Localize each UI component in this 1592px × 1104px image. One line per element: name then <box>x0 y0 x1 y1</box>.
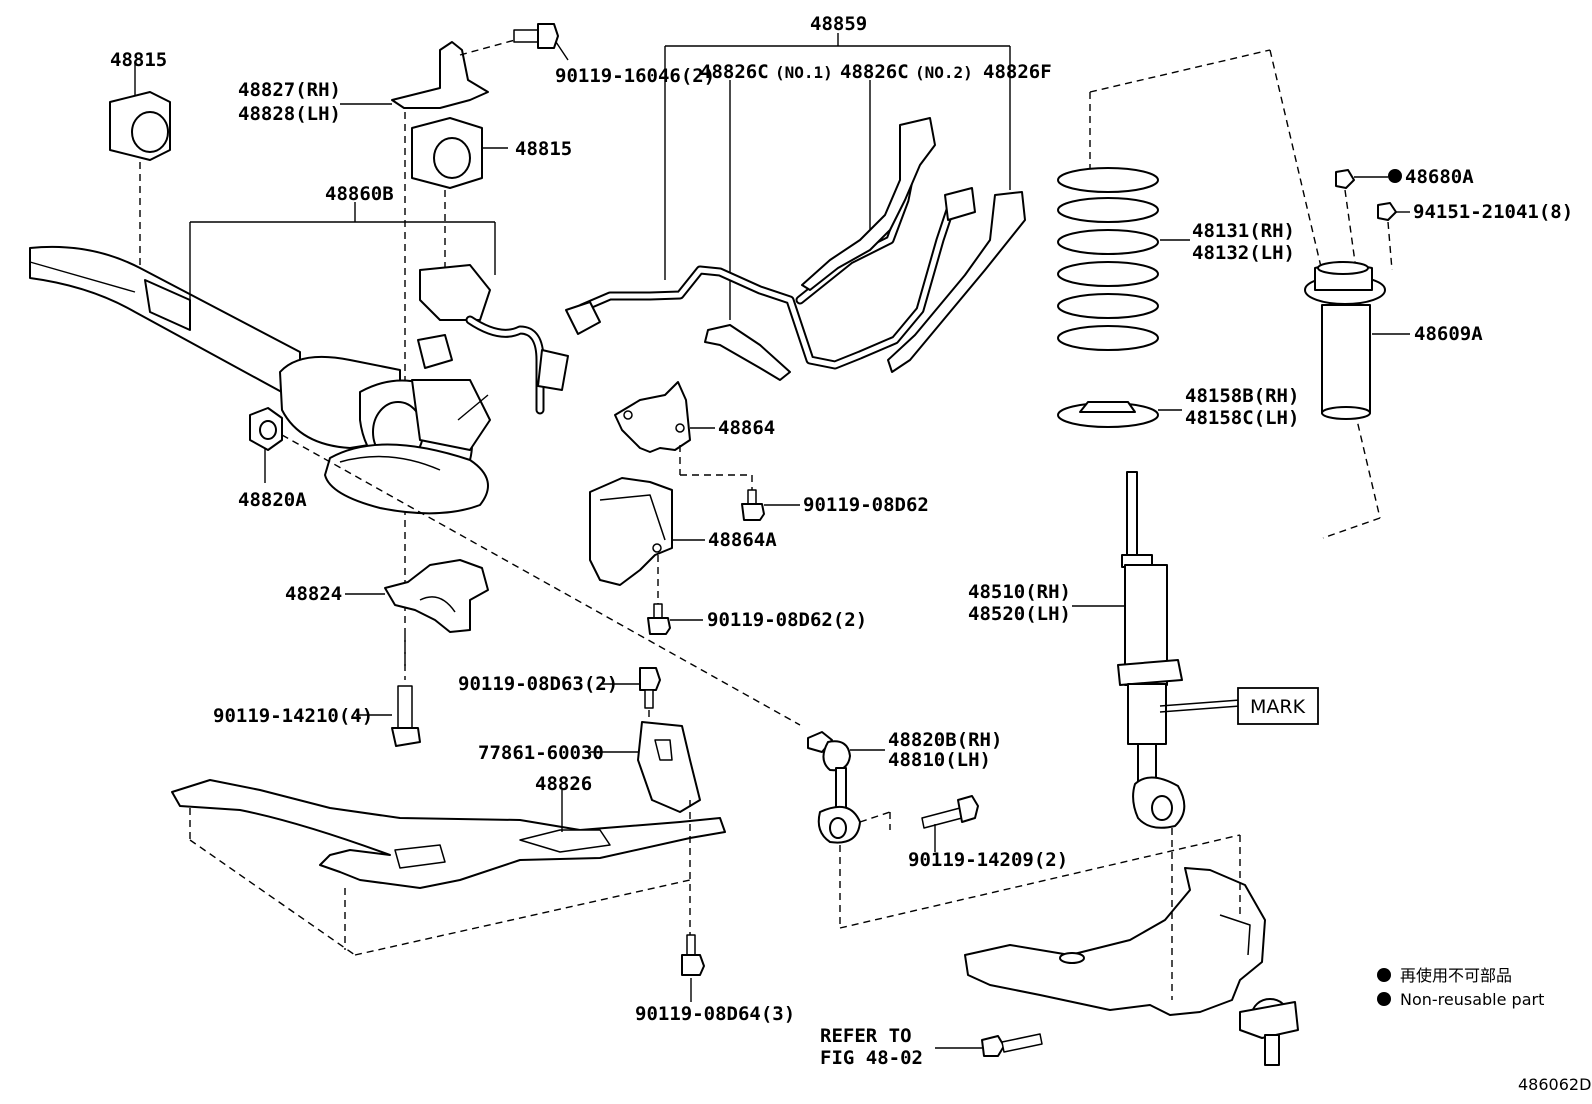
label-48158B-rh: 48158B(RH) <box>1185 385 1299 407</box>
legend-dot-1 <box>1377 968 1391 982</box>
label-90119-14209: 90119-14209(2) <box>908 849 1068 871</box>
label-48820B-rh: 48820B(RH) <box>888 729 1002 751</box>
label-48864A: 48864A <box>708 529 777 551</box>
label-77861-60030: 77861-60030 <box>478 742 604 764</box>
stabilizer-link-48820B <box>807 731 1241 929</box>
bolt-90119-16046 <box>513 23 569 61</box>
bracket-48824 <box>345 559 489 668</box>
bolt-upper-arm <box>935 1033 1043 1057</box>
upper-support-48609A <box>1304 261 1410 420</box>
stabilizer-bar-48860B <box>29 202 569 515</box>
label-48131-rh: 48131(RH) <box>1192 220 1295 242</box>
label-90119-08D64: 90119-08D64(3) <box>635 1003 795 1025</box>
label-48609A: 48609A <box>1414 323 1483 345</box>
bushing-48815-right <box>411 117 508 300</box>
coil-spring-48131 <box>1057 167 1190 351</box>
legend-en: Non-reusable part <box>1400 990 1544 1009</box>
label-48826C-no2-sub: (NO.2) <box>915 63 973 82</box>
label-48828-lh: 48828(LH) <box>238 103 341 125</box>
label-48864: 48864 <box>718 417 775 439</box>
label-48520-lh: 48520(LH) <box>968 603 1071 625</box>
bolt-90119-08D62-2 <box>647 603 703 635</box>
bolt-90119-08D63 <box>602 667 661 722</box>
bolt-90119-14210 <box>356 685 421 747</box>
label-48815-left: 48815 <box>110 49 167 71</box>
cover-48864A <box>589 477 705 610</box>
legend: 再使用不可部品 Non-reusable part <box>1377 966 1544 1009</box>
label-48826F: 48826F <box>983 61 1052 83</box>
under-cover-48826 <box>171 779 726 956</box>
bolt-90119-08D62 <box>741 489 800 521</box>
label-48815-right: 48815 <box>515 138 572 160</box>
shock-absorber-48510 <box>1072 471 1241 829</box>
label-90119-16046: 90119-16046(2) <box>555 65 715 87</box>
bushing-48815-left <box>109 62 171 270</box>
figure-id: 486062D <box>1518 1075 1591 1094</box>
spring-seat-48158B <box>1057 401 1182 428</box>
bolt-90119-14209 <box>921 795 979 852</box>
label-48859: 48859 <box>810 13 867 35</box>
mark-callout <box>1237 687 1319 725</box>
label-refer-fig: FIG 48-02 <box>820 1047 923 1069</box>
legend-dot-2 <box>1377 992 1391 1006</box>
label-48680A: 48680A <box>1405 166 1474 188</box>
wire-harness-48859 <box>565 33 1026 381</box>
label-90119-08D63: 90119-08D63(2) <box>458 673 618 695</box>
label-48132-lh: 48132(LH) <box>1192 242 1295 264</box>
label-48827-rh: 48827(RH) <box>238 79 341 101</box>
bushing-48820A <box>249 407 801 726</box>
label-90119-14210: 90119-14210(4) <box>213 705 373 727</box>
label-48826C-no1: 48826C <box>700 61 769 83</box>
label-refer-to: REFER TO <box>820 1025 912 1047</box>
label-48810-lh: 48810(LH) <box>888 749 991 771</box>
label-48860B: 48860B <box>325 183 394 205</box>
nut-48680A <box>1335 169 1402 263</box>
label-48510-rh: 48510(RH) <box>968 581 1071 603</box>
bracket-77861-60030 <box>590 721 701 935</box>
bracket-48864 <box>614 381 753 490</box>
label-90119-08D62: 90119-08D62 <box>803 494 929 516</box>
legend-jp: 再使用不可部品 <box>1400 966 1512 985</box>
nut-94151-21041 <box>1377 202 1410 271</box>
label-48826: 48826 <box>535 773 592 795</box>
label-48820A: 48820A <box>238 489 307 511</box>
label-90119-08D62-2: 90119-08D62(2) <box>707 609 867 631</box>
label-48826C-no1-sub: (NO.1) <box>775 63 833 82</box>
bolt-90119-08D64 <box>681 934 705 1002</box>
label-48826C-no2: 48826C <box>840 61 909 83</box>
label-mark: MARK <box>1250 696 1306 718</box>
label-94151-21041: 94151-21041(8) <box>1413 201 1573 223</box>
upper-control-arm <box>964 828 1299 1066</box>
label-48824: 48824 <box>285 583 342 605</box>
label-48158C-lh: 48158C(LH) <box>1185 407 1299 429</box>
